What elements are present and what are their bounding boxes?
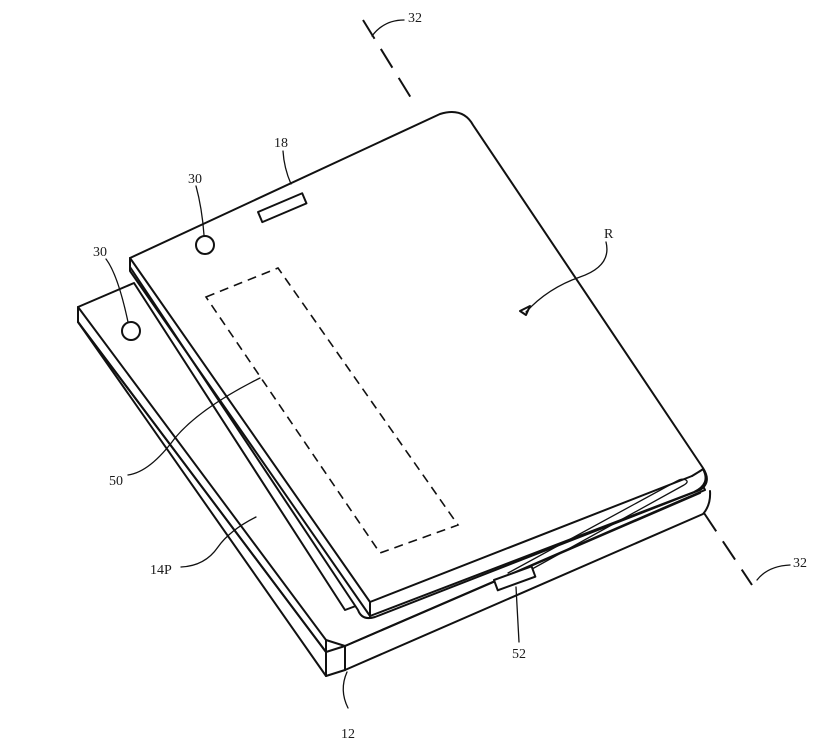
sensor-30-upper xyxy=(195,235,215,255)
label-14p: 14P xyxy=(150,563,172,578)
label-30-upper: 30 xyxy=(188,172,202,187)
speaker-slot xyxy=(257,192,308,224)
leader-12 xyxy=(342,671,349,709)
front-housing xyxy=(129,111,708,620)
label-30-lower: 30 xyxy=(93,245,107,260)
label-32-top: 32 xyxy=(408,11,422,26)
label-50: 50 xyxy=(109,474,123,489)
dashed-region-50 xyxy=(204,267,460,554)
leader-52 xyxy=(515,586,520,643)
sensor-30-lower xyxy=(121,321,141,341)
label-12: 12 xyxy=(341,727,355,742)
leader-32-top xyxy=(371,19,405,37)
leader-32-bottom xyxy=(756,564,791,581)
label-52: 52 xyxy=(512,647,526,662)
leader-50 xyxy=(127,377,261,476)
label-18: 18 xyxy=(274,136,288,151)
leader-r xyxy=(525,241,608,313)
port-52 xyxy=(493,565,537,592)
fold-axis-lower xyxy=(703,512,753,586)
label-r: R xyxy=(604,227,614,242)
leader-r-arrowhead xyxy=(519,305,531,316)
leader-30-lower xyxy=(105,258,129,323)
leader-18 xyxy=(282,150,292,185)
leader-14p xyxy=(180,516,257,568)
fold-axis-upper xyxy=(362,19,417,107)
label-32-bottom: 32 xyxy=(793,556,807,571)
leader-30-upper xyxy=(195,185,205,236)
rear-housing xyxy=(77,282,712,677)
